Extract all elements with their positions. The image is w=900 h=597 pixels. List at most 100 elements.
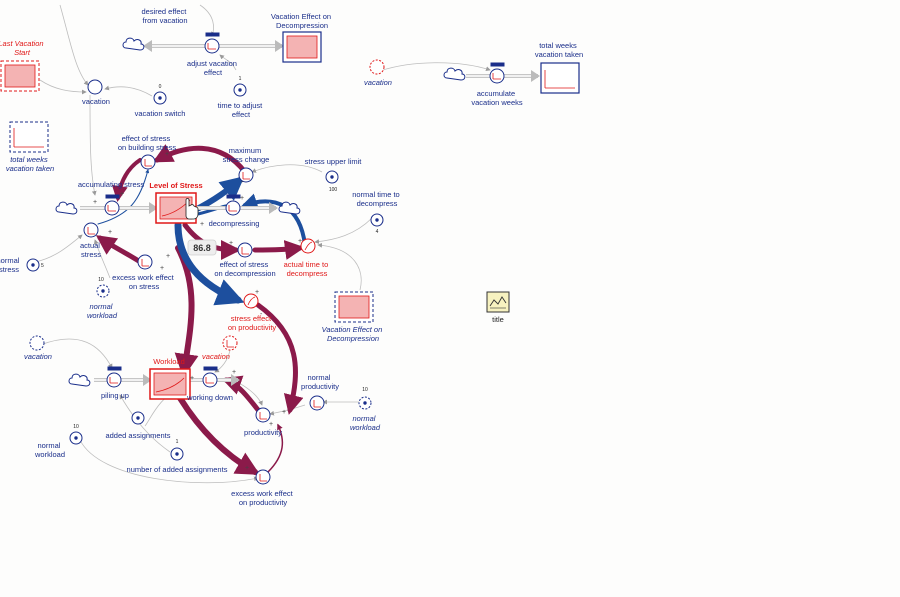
aux-vacation-right[interactable]	[369, 59, 385, 75]
value-normal-time: 4	[376, 229, 379, 235]
aux-excess-work-stress[interactable]	[137, 254, 153, 270]
aux-vacation-top[interactable]	[87, 79, 103, 95]
svg-text:+: +	[166, 253, 170, 260]
stock-vacation-effect-bottom[interactable]	[334, 291, 374, 323]
aux-productivity[interactable]	[255, 407, 271, 423]
aux-effect-on-decompression[interactable]	[237, 242, 253, 258]
aux-vacation-left[interactable]	[29, 335, 45, 351]
aux-effect-on-building[interactable]	[140, 154, 156, 170]
aux-normal-workload-left[interactable]	[69, 431, 83, 445]
svg-text:+: +	[298, 238, 302, 245]
label-vacation-effect-top: Vacation Effect on Decompression	[271, 12, 333, 30]
flow-arrow	[269, 202, 278, 214]
label-actual-time-decompress: actual time to decompress	[284, 260, 331, 278]
valve-working-down[interactable]	[202, 366, 218, 388]
svg-text:+: +	[165, 151, 169, 158]
aux-stress-upper-limit[interactable]	[325, 170, 339, 184]
aux-normal-workload-right[interactable]	[358, 396, 372, 410]
aux-maximum-stress-change[interactable]	[238, 167, 254, 183]
label-number-added-assignments: number of added assignments	[127, 465, 228, 474]
aux-normal-time-decompress[interactable]	[370, 213, 384, 227]
valve-accumulate-vacation-weeks[interactable]	[489, 62, 505, 84]
flow-arrow	[143, 374, 152, 386]
label-excess-work-productivity: excess work effect on productivity	[231, 489, 295, 507]
label-desired-effect: desired effect from vacation	[142, 7, 189, 25]
label-adjust-vacation-effect: adjust vacation effect	[187, 59, 239, 77]
label-total-weeks-left: total weeks vacation taken	[6, 155, 54, 173]
aux-number-added-assignments[interactable]	[170, 447, 184, 461]
stock-total-weeks-top[interactable]	[540, 62, 580, 94]
label-stress-upper-limit: stress upper limit	[305, 157, 363, 166]
svg-text:+: +	[255, 289, 259, 296]
aux-actual-time-decompress[interactable]	[300, 238, 316, 254]
label-added-assignments: added assignments	[105, 431, 170, 440]
label-actual-stress: actual stress	[80, 241, 102, 259]
svg-text:+: +	[120, 191, 124, 198]
valve-accumulating-stress[interactable]	[104, 194, 120, 216]
stock-total-weeks-left[interactable]	[9, 121, 49, 153]
svg-text:+: +	[160, 265, 164, 272]
stock-workload[interactable]	[149, 368, 191, 400]
label-last-vacation-start: Last Vacation Start	[0, 39, 46, 57]
svg-text:+: +	[190, 375, 194, 382]
auxiliaries	[26, 59, 385, 485]
aux-time-to-adjust[interactable]	[233, 83, 247, 97]
label-stress-effect-productivity: stress effect on productivity	[228, 314, 277, 332]
label-effect-on-decompression: effect of stress on decompression	[214, 260, 275, 278]
valve-adjust-vacation-effect[interactable]	[204, 32, 220, 54]
svg-text:+: +	[245, 465, 249, 472]
svg-text:+: +	[108, 229, 112, 236]
label-title-node: title	[492, 315, 504, 324]
label-vacation-left: vacation	[24, 352, 52, 361]
label-normal-workload-left: normal workload	[34, 441, 65, 459]
value-normal-stress: 5	[41, 263, 44, 269]
value-number-added: 1	[176, 439, 179, 445]
hand-cursor-icon	[185, 198, 199, 220]
flow-arrow	[143, 40, 152, 52]
flow-arrow	[149, 202, 158, 214]
label-piling-up: piling up	[101, 391, 129, 400]
cloud-icon	[443, 67, 466, 81]
label-normal-time-decompress: normal time to decompress	[352, 190, 402, 208]
label-workload: Workload	[153, 357, 185, 366]
aux-excess-work-productivity[interactable]	[255, 469, 271, 485]
stock-vacation-effect-top[interactable]	[282, 31, 322, 63]
aux-normal-stress[interactable]	[26, 258, 40, 272]
label-normal-productivity: normal productivity	[301, 373, 339, 391]
aux-normal-productivity[interactable]	[309, 395, 325, 411]
valve-piling-up[interactable]	[106, 366, 122, 388]
svg-text:+: +	[232, 369, 236, 376]
value-normal-workload-left: 10	[73, 424, 79, 430]
cloud-icon	[278, 201, 301, 215]
info-links	[34, 4, 491, 484]
aux-normal-workload-mid[interactable]	[96, 284, 110, 298]
svg-text:+: +	[93, 199, 97, 206]
label-effect-on-building: effect of stress on building stress	[118, 134, 177, 152]
valve-decompressing[interactable]	[225, 194, 241, 216]
label-level-of-stress: Level of Stress	[149, 181, 202, 190]
aux-vacation-mid[interactable]	[222, 335, 238, 351]
value-vacation-switch: 0	[159, 84, 162, 90]
cloud-icon	[55, 201, 78, 215]
cloud-icon	[68, 373, 91, 387]
label-accumulate-vacation-weeks: accumulate vacation weeks	[471, 89, 523, 107]
value-stress-upper-limit: 100	[329, 187, 338, 193]
value-normal-workload-right: 10	[362, 387, 368, 393]
label-total-weeks-top: total weeks vacation taken	[535, 41, 583, 59]
stock-last-vacation-start[interactable]	[0, 60, 40, 92]
aux-actual-stress[interactable]	[83, 222, 99, 238]
svg-text:+: +	[200, 221, 204, 228]
aux-stress-effect-productivity[interactable]	[243, 293, 259, 309]
svg-text:+: +	[269, 421, 273, 428]
labels: desired effect from vacation Vacation Ef…	[0, 7, 583, 507]
aux-added-assignments[interactable]	[131, 411, 145, 425]
svg-text:+: +	[229, 240, 233, 247]
label-vacation-top: vacation	[82, 97, 110, 106]
graph-icon[interactable]	[486, 291, 510, 313]
label-time-to-adjust: time to adjust effect	[218, 101, 265, 119]
aux-vacation-switch[interactable]	[153, 91, 167, 105]
flow-arrow	[531, 70, 540, 82]
label-excess-work-stress: excess work effect on stress	[112, 273, 176, 291]
label-normal-workload-mid: normal workload	[87, 302, 118, 320]
